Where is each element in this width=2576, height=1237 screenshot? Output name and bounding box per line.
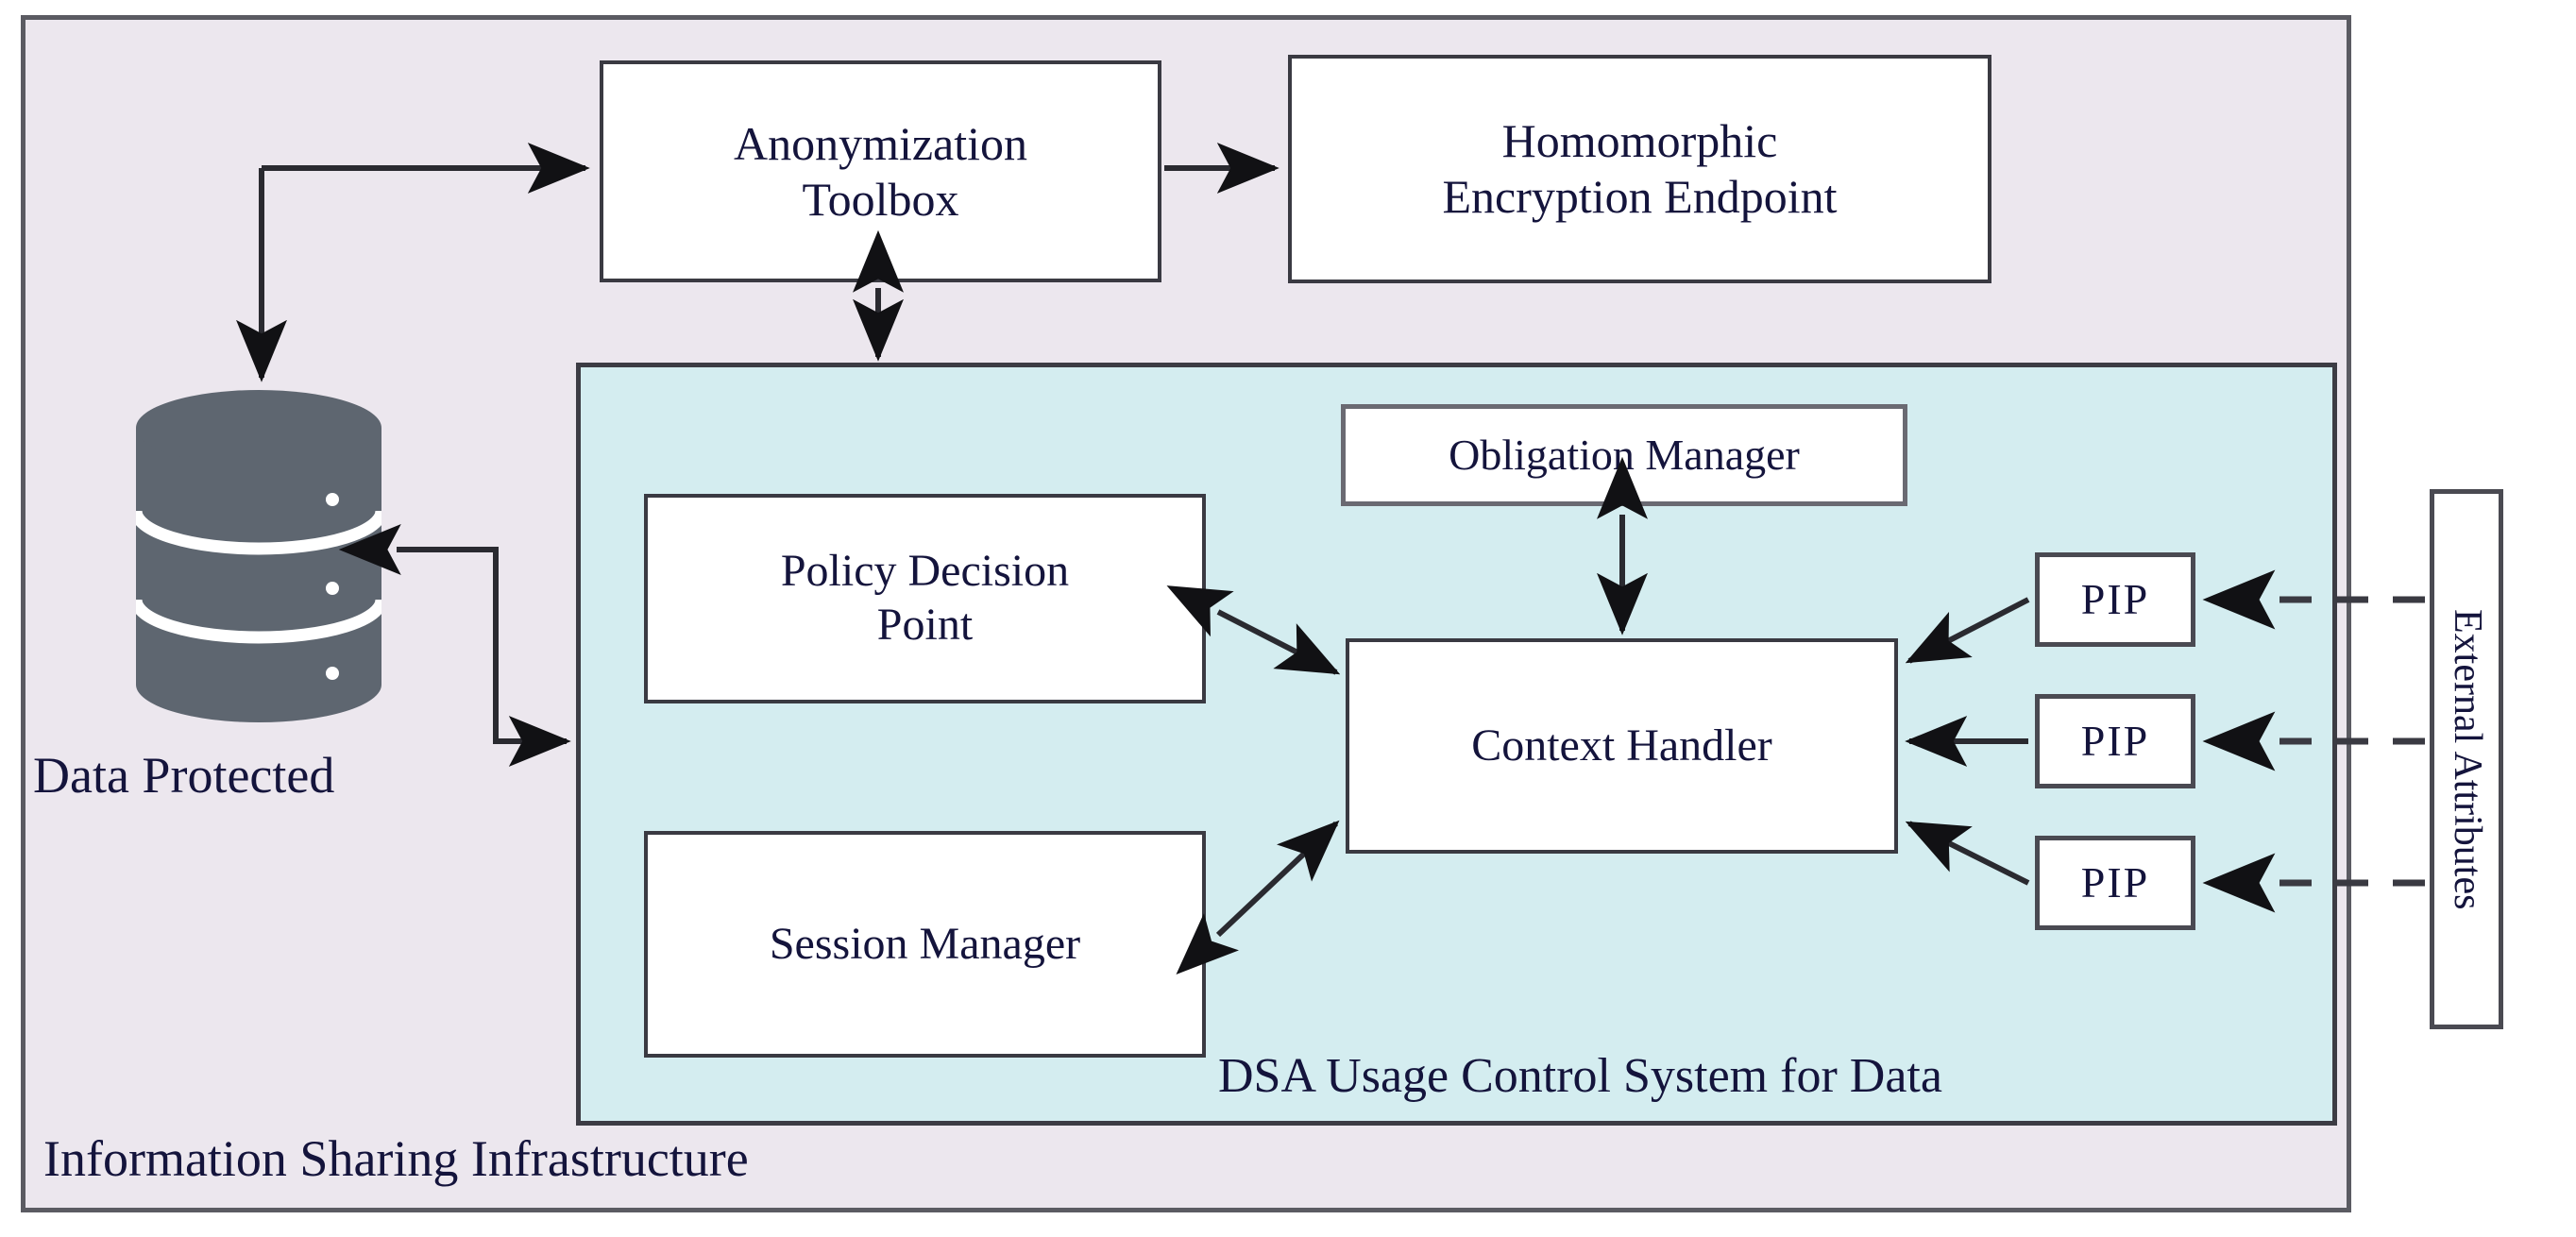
node-obligation-manager-label: Obligation Manager <box>1449 430 1800 479</box>
node-homomorphic-encryption-endpoint[interactable]: Homomorphic Encryption Endpoint <box>1288 55 1991 283</box>
node-context-handler-label: Context Handler <box>1471 720 1772 771</box>
node-anonymization-toolbox-label: Anonymization Toolbox <box>733 116 1028 226</box>
node-external-attributes[interactable]: External Attributes <box>2430 489 2503 1029</box>
node-session-manager[interactable]: Session Manager <box>644 831 1206 1058</box>
dsa-container-caption: DSA Usage Control System for Data <box>1218 1049 1942 1103</box>
node-session-manager-label: Session Manager <box>769 918 1081 969</box>
node-pip-3[interactable]: PIP <box>2035 836 2195 930</box>
node-pip-1-label: PIP <box>2080 574 2150 623</box>
node-policy-decision-point[interactable]: Policy Decision Point <box>644 494 1206 703</box>
node-homomorphic-encryption-endpoint-label: Homomorphic Encryption Endpoint <box>1442 114 1838 223</box>
node-pip-1[interactable]: PIP <box>2035 552 2195 647</box>
node-pip-3-label: PIP <box>2080 857 2150 907</box>
node-obligation-manager[interactable]: Obligation Manager <box>1341 404 1907 506</box>
node-policy-decision-point-label: Policy Decision Point <box>780 546 1070 650</box>
datastore-label: Data Protected <box>33 747 335 804</box>
database-cylinder-icon <box>132 390 385 722</box>
node-anonymization-toolbox[interactable]: Anonymization Toolbox <box>600 60 1161 282</box>
node-context-handler[interactable]: Context Handler <box>1346 638 1898 854</box>
node-pip-2-label: PIP <box>2080 716 2150 765</box>
outer-container-caption: Information Sharing Infrastructure <box>43 1130 749 1187</box>
node-external-attributes-label: External Attributes <box>2445 608 2489 910</box>
node-pip-2[interactable]: PIP <box>2035 694 2195 788</box>
